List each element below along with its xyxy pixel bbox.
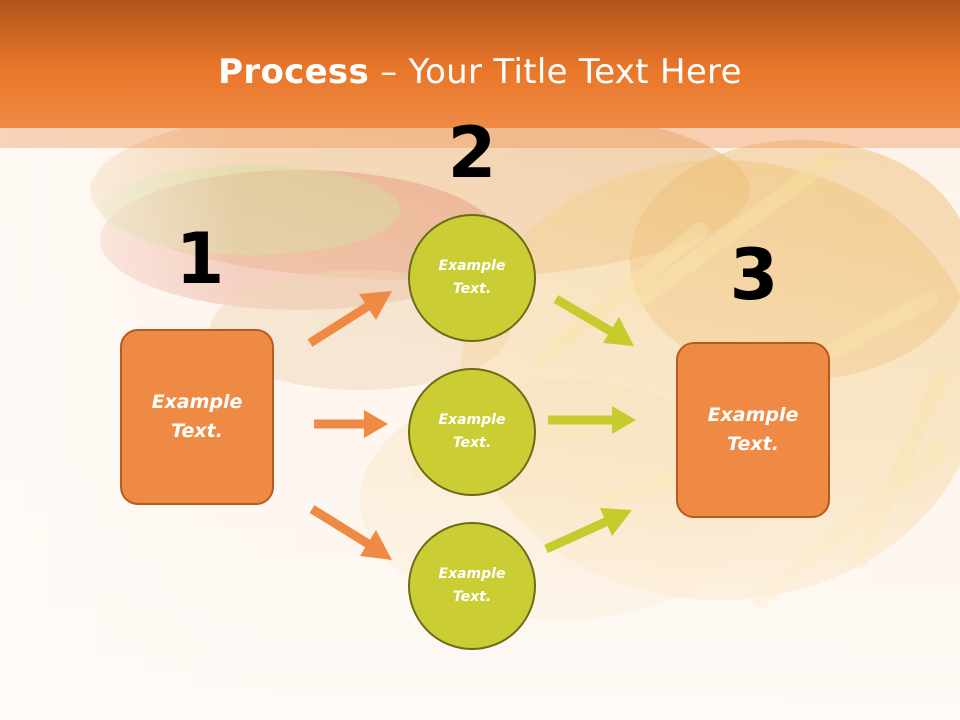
step-box-1: Example Text. xyxy=(120,329,274,505)
step-circle-1-line2: Text. xyxy=(452,281,492,297)
step-circle-2-line2: Text. xyxy=(452,435,492,451)
title-rest: – Your Title Text Here xyxy=(369,52,742,92)
slide-title: Process – Your Title Text Here xyxy=(0,52,960,92)
arrow-box1-to-circle2 xyxy=(314,410,388,438)
step-circle-2-text: Example Text. xyxy=(424,409,520,455)
step-box-3: Example Text. xyxy=(676,342,830,518)
step-circle-2-line1: Example xyxy=(438,412,506,428)
step-circle-3-line1: Example xyxy=(438,566,506,582)
step-number-2: 2 xyxy=(447,112,497,194)
step-box-1-text: Example Text. xyxy=(137,388,257,446)
step-number-1: 1 xyxy=(175,218,225,300)
step-box-3-text: Example Text. xyxy=(693,401,813,459)
arrow-box1-to-circle3 xyxy=(309,505,392,560)
step-circle-3: Example Text. xyxy=(408,522,536,650)
step-circle-1-text: Example Text. xyxy=(424,255,520,301)
step-circle-3-line2: Text. xyxy=(452,589,492,605)
step-box-3-line2: Text. xyxy=(727,433,779,455)
arrow-box1-to-circle1 xyxy=(307,291,392,347)
step-circle-1: Example Text. xyxy=(408,214,536,342)
step-box-3-line1: Example xyxy=(707,404,799,426)
arrow-circle3-to-box3 xyxy=(544,508,632,554)
arrow-circle1-to-box3 xyxy=(553,295,634,346)
step-box-1-line2: Text. xyxy=(171,420,223,442)
step-circle-1-line1: Example xyxy=(438,258,506,274)
title-bold: Process xyxy=(218,52,370,92)
step-circle-2: Example Text. xyxy=(408,368,536,496)
step-circle-3-text: Example Text. xyxy=(424,563,520,609)
arrow-circle2-to-box3 xyxy=(548,406,636,434)
step-number-3: 3 xyxy=(729,234,779,316)
step-box-1-line1: Example xyxy=(151,391,243,413)
